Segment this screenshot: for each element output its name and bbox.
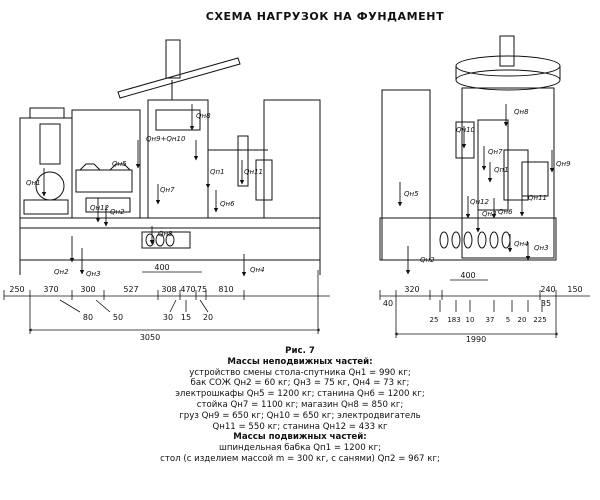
dim-250: 250 [9,285,24,294]
tool-magazine [117,57,241,99]
front-dimension-row [3,270,330,334]
dim-400: 400 [154,263,169,272]
side-label-qn5: Qн5 [404,190,419,198]
side-label-qn8: Qн8 [514,108,529,116]
side-dim-35: 35 [541,299,551,308]
side-dim-183: 183 [447,316,460,324]
dim-20: 20 [203,313,213,322]
side-view [379,35,561,261]
dim-3050: 3050 [140,333,160,342]
label-qn12: Qн12 [90,204,110,212]
label-qn9-qn10: Qн9+Qн10 [146,135,186,143]
dim-30: 30 [163,313,173,322]
side-dim-37: 37 [486,316,495,324]
side-dim-240: 240 [540,285,555,294]
side-label-qn9: Qн9 [556,160,571,168]
front-dimension-labels: 250 370 300 527 308 470 75 810 400 80 50… [9,263,233,342]
label-qn6: Qн6 [220,200,235,208]
side-dim-1990: 1990 [466,335,486,344]
dim-300: 300 [80,285,95,294]
side-label-qn3b: Qн3 [534,244,549,252]
side-dim-25: 25 [430,316,439,324]
label-qn1: Qн1 [26,179,41,187]
side-dim-320: 320 [404,285,419,294]
figure-caption: Рис. 7 Массы неподвижных частей: устройс… [0,346,600,465]
diagram-title: СХЕМА НАГРУЗОК НА ФУНДАМЕНТ [206,10,444,23]
label-qn8: Qн8 [158,230,173,238]
front-view [19,39,321,275]
side-dim-400: 400 [460,271,475,280]
side-label-qn7: Qн7 [488,148,503,156]
moving-masses-heading: Массы подвижных частей: [233,432,367,443]
load-diagram: СХЕМА НАГРУЗОК НА ФУНДАМЕНТ [3,10,590,344]
label-qn3: Qн3 [86,270,101,278]
caption-line-4: стойка Qн7 = 1100 кг; магазин Qн8 = 850 … [196,399,404,410]
label-qn5: Qн5 [112,160,127,168]
label-qn8-top: Qн8 [196,112,211,120]
side-label-qn12: Qн12 [470,198,490,206]
label-qn2-inner: Qн2 [110,208,125,216]
label-qn11: Qн11 [244,168,263,176]
front-base [19,217,321,261]
caption-line-1: устройство смены стола-спутника Qн1 = 99… [189,367,411,378]
side-load-arrows [397,104,555,275]
front-load-arrows [41,104,247,277]
dim-15: 15 [181,313,191,322]
label-qn2: Qн2 [54,268,69,276]
caption-line-6: Qн11 = 550 кг; станина Qн12 = 433 кг [212,421,388,432]
side-label-qn2: Qн2 [420,256,435,264]
side-load-labels: Qн5 Qн2 Qн10 Qн12 Qн3 Qн7 Qп1 Qн6 Qн8 Qн… [404,108,571,264]
caption-line-5: груз Qн9 = 650 кг; Qн10 = 650 кг; электр… [179,410,421,421]
dim-470: 470 [180,285,195,294]
dim-308: 308 [161,285,176,294]
front-load-labels: Qн1 Qн2 Qн3 Qн12 Qн2 Qн5 Qн8 Qн7 Qн8 Qн9… [26,112,265,278]
side-dim-10: 10 [466,316,475,324]
side-base [379,217,557,261]
label-qn7: Qн7 [160,186,175,194]
side-column [461,87,555,259]
side-electrical-cabinet [381,89,431,261]
dim-50: 50 [113,313,123,322]
side-label-qn3: Qн3 [482,210,497,218]
side-dim-5: 5 [506,316,510,324]
side-dim-225: 225 [533,316,546,324]
side-dim-150: 150 [567,285,582,294]
dim-370: 370 [43,285,58,294]
side-dim-20: 20 [518,316,527,324]
side-label-qn6: Qн6 [498,208,513,216]
side-label-qn4: Qн4 [514,240,529,248]
dim-810: 810 [218,285,233,294]
label-qn1-col: Qп1 [210,168,225,176]
pallet-changer [19,117,73,219]
fixed-masses-heading: Массы неподвижных частей: [227,356,373,367]
caption-moving-line-1: шпиндельная бабка Qп1 = 1200 кг; [218,443,382,454]
dim-527: 527 [123,285,138,294]
dim-75: 75 [197,285,207,294]
side-label-qp1: Qп1 [494,166,509,174]
figure-number: Рис. 7 [285,346,315,356]
side-label-qn10: Qн10 [456,126,476,134]
side-label-qn11: Qн11 [528,194,547,202]
side-rollers [439,231,511,249]
side-dimension-row [379,279,590,338]
side-dim-40: 40 [383,299,393,308]
caption-line-3: электрошкафы Qн5 = 1200 кг; станина Qн6 … [175,389,425,400]
label-qn4: Qн4 [250,266,265,274]
caption-moving-line-2: стол (с изделием массой m = 300 кг, с са… [160,453,440,464]
dim-80: 80 [83,313,93,322]
side-dimension-labels: 40 320 400 240 150 35 25 183 10 37 5 20 … [383,271,583,344]
caption-line-2: бак СОЖ Qн2 = 60 кг; Qн3 = 75 кг, Qн4 = … [190,378,410,389]
